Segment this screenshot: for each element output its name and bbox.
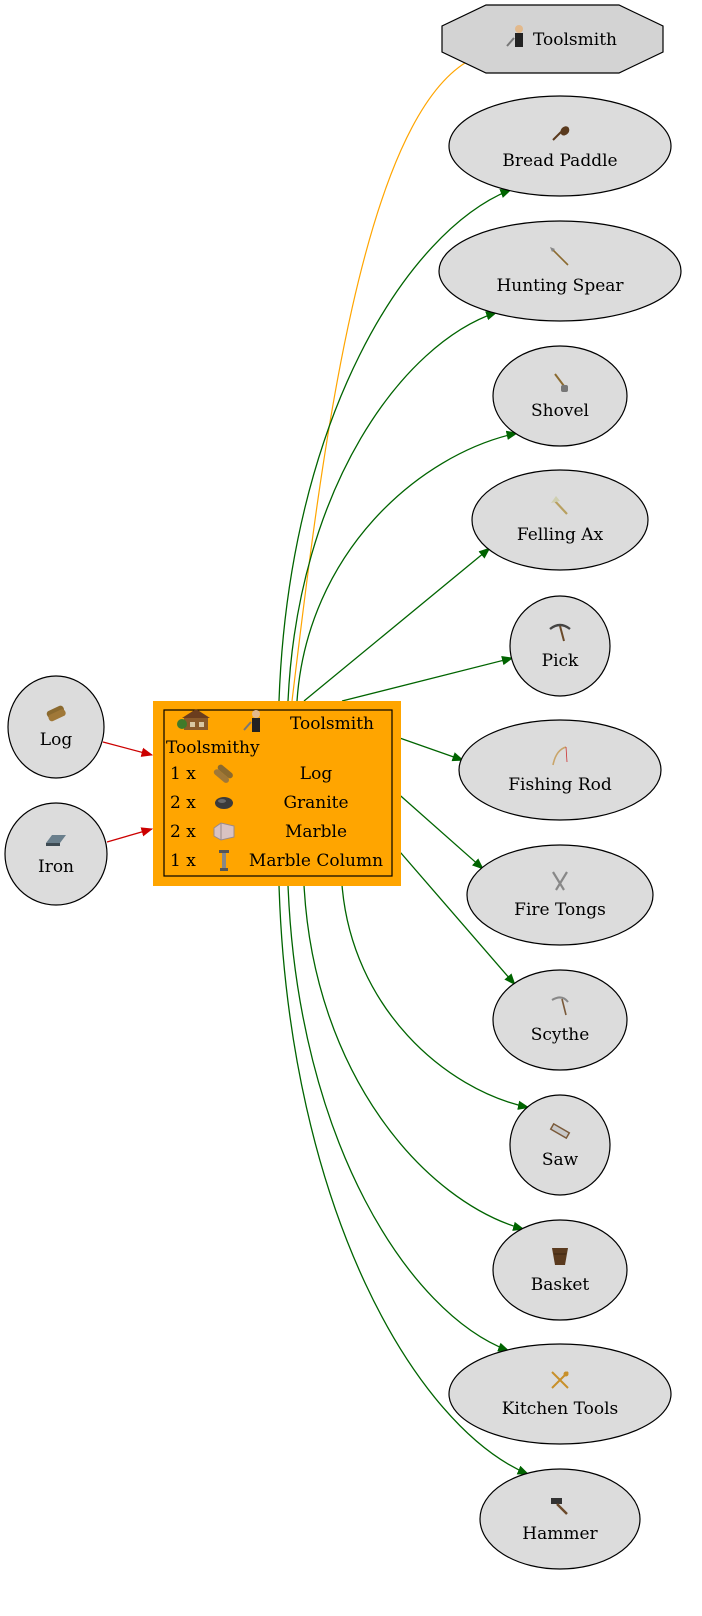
cost-qty: 2 x bbox=[170, 822, 196, 842]
granite-icon bbox=[215, 797, 233, 809]
building-node[interactable]: Toolsmith Toolsmithy 1 x Log 2 x Granite… bbox=[153, 701, 401, 886]
output-node-felling-ax[interactable]: Felling Ax bbox=[471, 469, 649, 571]
edge-building-to-shovel bbox=[296, 430, 519, 702]
output-label: Basket bbox=[531, 1275, 590, 1295]
edge-building-to-saw bbox=[341, 884, 530, 1110]
input-label: Log bbox=[40, 730, 73, 750]
edge-iron-to-building bbox=[106, 827, 154, 843]
edge-building-to-scythe bbox=[393, 844, 516, 986]
cost-qty: 1 x bbox=[170, 851, 196, 871]
fishing-rod-icon bbox=[552, 746, 568, 766]
cost-label: Marble bbox=[285, 822, 347, 842]
building-icon bbox=[177, 709, 210, 730]
output-label: Felling Ax bbox=[517, 525, 604, 545]
cost-label: Granite bbox=[283, 793, 348, 813]
edge-building-to-felling-ax bbox=[303, 547, 491, 702]
log-icon bbox=[213, 764, 233, 783]
hammer-icon bbox=[551, 1498, 568, 1515]
worker-node[interactable]: Toolsmith bbox=[441, 4, 664, 74]
edge-building-to-kitchen-tools bbox=[287, 884, 510, 1352]
kitchen-tools-icon bbox=[551, 1371, 569, 1389]
edge-building-to-fishing-rod bbox=[393, 735, 465, 762]
basket-icon bbox=[552, 1248, 568, 1265]
output-node-hammer[interactable]: Hammer bbox=[479, 1468, 641, 1570]
input-node-iron[interactable]: Iron bbox=[4, 802, 108, 906]
cost-label: Log bbox=[300, 764, 333, 784]
output-label: Hammer bbox=[522, 1524, 598, 1544]
marble-column-icon bbox=[219, 850, 229, 871]
output-node-saw[interactable]: Saw bbox=[509, 1094, 611, 1196]
edge-building-to-fire-tongs bbox=[393, 789, 484, 870]
input-node-log[interactable]: Log bbox=[7, 675, 105, 779]
output-label: Pick bbox=[542, 651, 579, 671]
edge-worker-to-building bbox=[291, 59, 471, 702]
output-node-pick[interactable]: Pick bbox=[509, 595, 611, 697]
building-worker-label: Toolsmith bbox=[290, 714, 374, 734]
edge-building-to-pick bbox=[341, 656, 514, 702]
edge-building-to-basket bbox=[303, 884, 525, 1231]
output-node-hunting-spear[interactable]: Hunting Spear bbox=[438, 220, 682, 322]
edges-layer bbox=[102, 59, 530, 1475]
log-icon bbox=[46, 705, 66, 722]
edge-building-to-hunting-spear bbox=[287, 311, 498, 702]
output-label: Scythe bbox=[531, 1025, 590, 1045]
output-node-fishing-rod[interactable]: Fishing Rod bbox=[458, 719, 662, 821]
toolsmith-icon bbox=[506, 25, 523, 47]
output-label: Fishing Rod bbox=[508, 775, 612, 795]
output-label: Hunting Spear bbox=[496, 276, 624, 296]
edge-log-to-building bbox=[102, 741, 154, 757]
output-label: Shovel bbox=[531, 401, 589, 421]
pick-icon bbox=[549, 623, 571, 642]
output-node-scythe[interactable]: Scythe bbox=[492, 969, 628, 1071]
output-node-fire-tongs[interactable]: Fire Tongs bbox=[466, 844, 654, 946]
output-node-kitchen-tools[interactable]: Kitchen Tools bbox=[448, 1343, 672, 1445]
scythe-icon bbox=[551, 996, 569, 1016]
cost-qty: 1 x bbox=[170, 764, 196, 784]
edge-building-to-bread-paddle bbox=[278, 189, 512, 702]
worker-node-label: Toolsmith bbox=[533, 30, 617, 50]
shovel-icon bbox=[554, 373, 568, 392]
output-node-shovel[interactable]: Shovel bbox=[492, 345, 628, 447]
marble-icon bbox=[213, 822, 235, 841]
output-node-bread-paddle[interactable]: Bread Paddle bbox=[448, 95, 672, 197]
saw-icon bbox=[549, 1122, 571, 1140]
output-label: Fire Tongs bbox=[514, 900, 606, 920]
cost-label: Marble Column bbox=[249, 851, 383, 871]
output-label: Kitchen Tools bbox=[502, 1399, 619, 1419]
output-label: Saw bbox=[542, 1150, 579, 1170]
toolsmith-icon bbox=[243, 710, 260, 732]
building-name: Toolsmithy bbox=[166, 738, 260, 758]
iron-icon bbox=[46, 835, 66, 846]
input-label: Iron bbox=[38, 857, 74, 877]
fire-tongs-icon bbox=[552, 871, 568, 891]
cost-qty: 2 x bbox=[170, 793, 196, 813]
felling-ax-icon bbox=[551, 496, 568, 515]
edge-building-to-hammer bbox=[278, 884, 530, 1475]
output-label: Bread Paddle bbox=[502, 151, 617, 171]
hunting-spear-icon bbox=[550, 247, 569, 266]
output-node-basket[interactable]: Basket bbox=[492, 1219, 628, 1321]
bread-paddle-icon bbox=[552, 126, 570, 141]
